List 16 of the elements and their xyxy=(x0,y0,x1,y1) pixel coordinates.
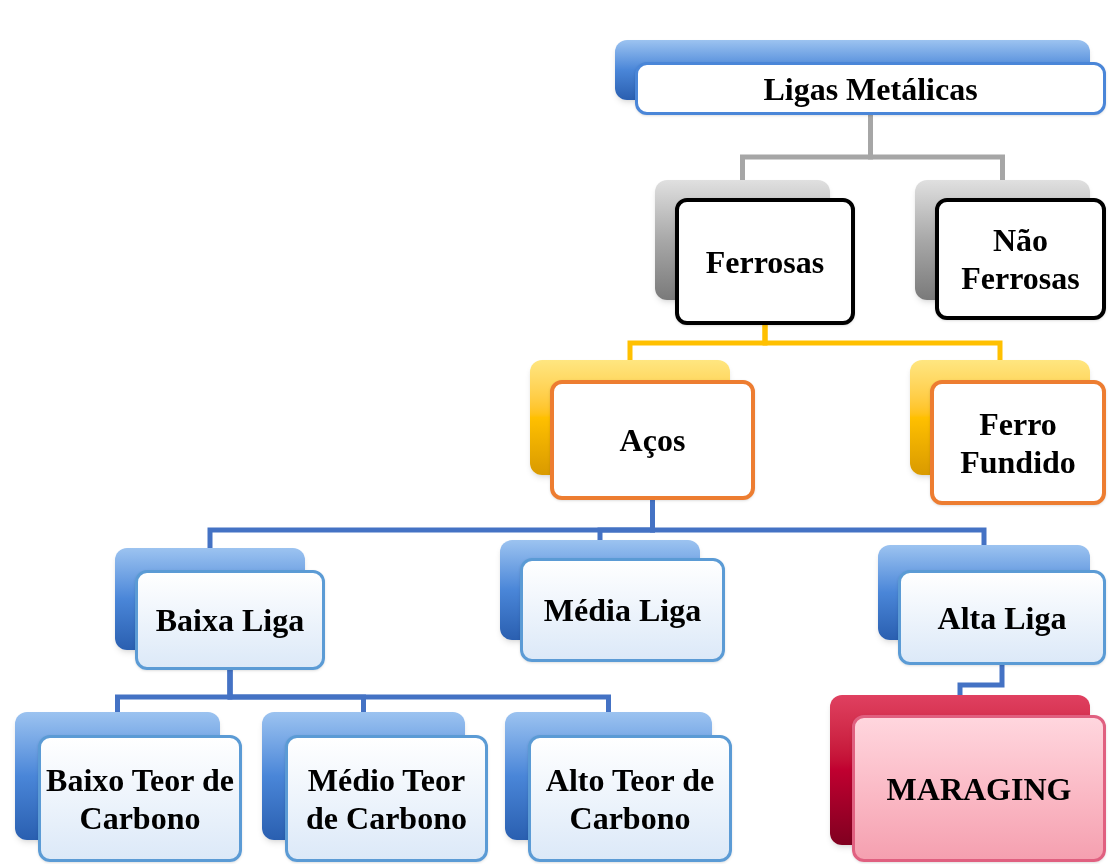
node-label: Ferro Fundido xyxy=(959,404,1077,481)
node-label: Baixa Liga xyxy=(155,601,305,639)
node-label: Aços xyxy=(619,421,686,459)
connector-line xyxy=(868,115,1005,180)
node-label: Média Liga xyxy=(543,591,702,629)
node-label: Não Ferrosas xyxy=(960,221,1081,297)
node-label: Baixo Teor de Carbono xyxy=(45,760,235,837)
node-label: Alta Liga xyxy=(937,598,1067,637)
node-label: Médio Teor de Carbono xyxy=(305,760,468,837)
node-label: Ferrosas xyxy=(705,242,825,281)
node-label: Ligas Metálicas xyxy=(763,69,978,108)
node-label: Alto Teor de Carbono xyxy=(544,760,716,837)
connector-line xyxy=(227,670,611,712)
connector-line xyxy=(762,325,1003,360)
node-label: MARAGING xyxy=(886,769,1072,808)
connector-line xyxy=(957,665,1005,695)
